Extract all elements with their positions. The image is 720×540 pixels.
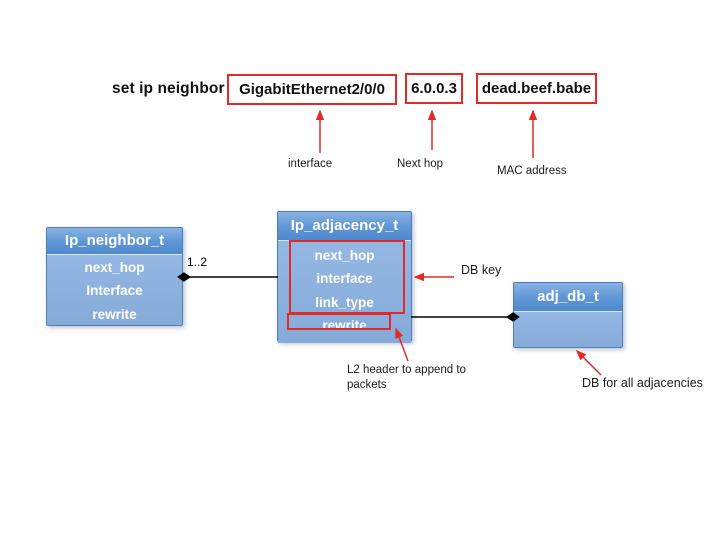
- field-link-type: link_type: [315, 294, 374, 310]
- annotation-mac-address: MAC address: [497, 165, 567, 177]
- command-arg-mac-box: dead.beef.babe: [476, 73, 597, 104]
- annotation-interface: interface: [288, 158, 333, 170]
- class-title-ip-neighbor: Ip_neighbor_t: [47, 228, 182, 255]
- field-rewrite: rewrite: [322, 318, 367, 334]
- class-fields-ip-adjacency: next_hop interface link_type rewrite: [278, 241, 411, 343]
- command-text: set ip neighbor: [112, 80, 225, 97]
- multiplicity-label: 1..2: [187, 255, 208, 269]
- db-key-label: DB key: [461, 263, 502, 277]
- class-box-ip-neighbor: Ip_neighbor_t next_hop Interface rewrite: [46, 227, 183, 326]
- field-next-hop: next_hop: [84, 260, 145, 275]
- field-rewrite: rewrite: [92, 306, 137, 322]
- field-interface: Interface: [86, 283, 143, 299]
- command-arg-interface-value: GigabitEthernet2/0/0: [239, 81, 385, 98]
- adj-db-note: DB for all adjacencies: [582, 376, 703, 390]
- command-arg-nexthop-box: 6.0.0.3: [405, 73, 463, 104]
- field-next-hop: next_hop: [314, 248, 375, 263]
- annotation-next-hop: Next hop: [397, 158, 444, 170]
- arrow-adj-db-note: [575, 349, 602, 376]
- class-box-ip-adjacency: Ip_adjacency_t next_hop interface link_t…: [277, 211, 412, 343]
- class-body-adj-db: [514, 312, 622, 347]
- command-arg-interface-box: GigabitEthernet2/0/0: [227, 74, 397, 105]
- command-arg-nexthop-value: 6.0.0.3: [411, 80, 457, 97]
- class-title-ip-adjacency: Ip_adjacency_t: [278, 212, 411, 241]
- l2-header-note: L2 header to append to packets: [347, 364, 466, 391]
- class-title-adj-db: adj_db_t: [514, 283, 622, 312]
- field-interface: interface: [316, 271, 373, 287]
- class-fields-ip-neighbor: next_hop Interface rewrite: [47, 255, 182, 325]
- command-arg-mac-value: dead.beef.babe: [481, 80, 592, 97]
- class-box-adj-db: adj_db_t: [513, 282, 623, 348]
